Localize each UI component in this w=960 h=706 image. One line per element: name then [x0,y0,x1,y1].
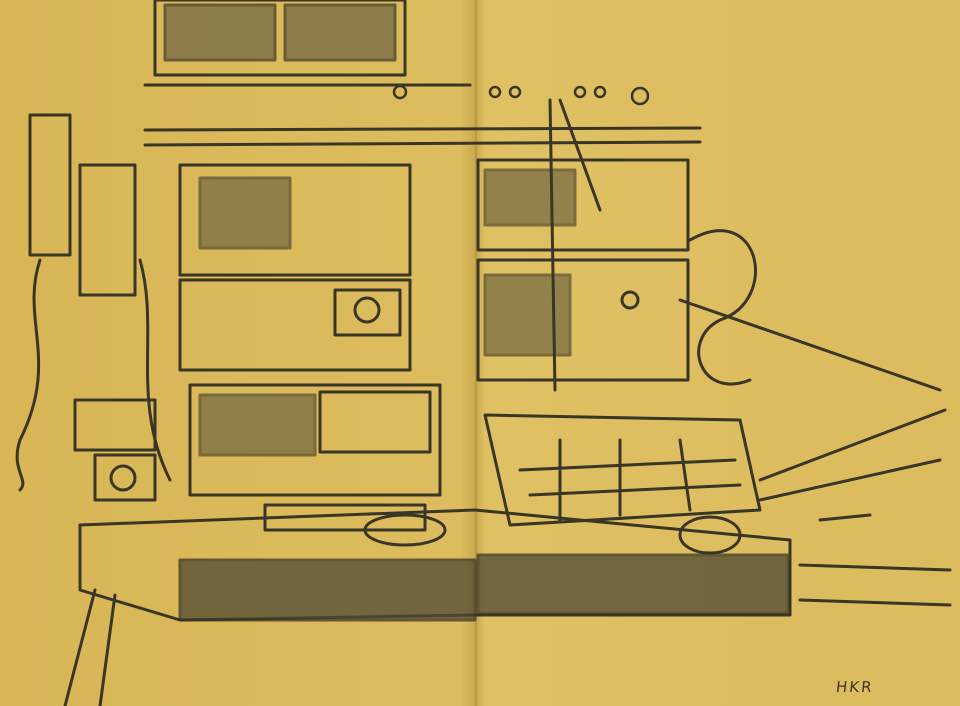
knobs-row [392,84,650,106]
top-monitors [143,0,702,147]
artist-signature: HKR [835,678,875,696]
left-rack [15,113,442,502]
right-rack [476,98,952,607]
desk [63,503,792,706]
